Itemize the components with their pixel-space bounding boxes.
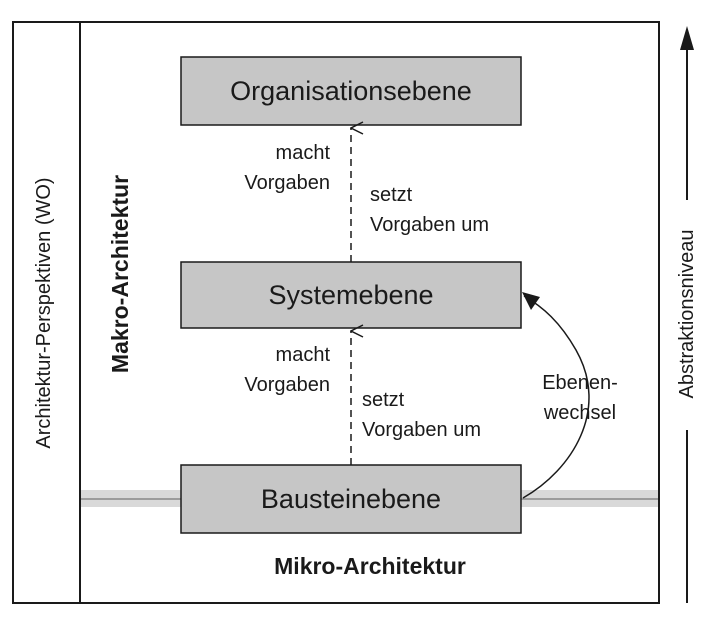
- lower-left-annotation: macht Vorgaben: [200, 340, 330, 400]
- macro-architecture-label: Makro-Architektur: [107, 174, 133, 374]
- level-change-line2: wechsel: [543, 402, 617, 424]
- organisation-level-label: Organisationsebene: [230, 75, 472, 106]
- micro-architecture-label: Mikro-Architektur: [274, 553, 466, 579]
- level-change-line1: Ebenen-: [542, 372, 618, 394]
- organisation-level-box: [180, 56, 522, 126]
- upper-left-line2: Vorgaben: [244, 172, 330, 194]
- upper-left-line1: macht: [275, 142, 330, 164]
- component-level-label: Bausteinebene: [260, 483, 442, 514]
- level-change-arrowhead: [522, 292, 540, 310]
- lower-right-annotation: setzt Vorgaben um: [362, 385, 522, 445]
- level-change-arrow: [522, 295, 590, 499]
- upper-right-line2: Vorgaben um: [370, 214, 489, 236]
- perspective-label: Architektur-Perspektiven (WO): [33, 177, 55, 449]
- abstraction-level-label: Abstraktionsniveau: [676, 229, 698, 399]
- upper-left-annotation: macht Vorgaben: [200, 138, 330, 198]
- lower-left-line2: Vorgaben: [244, 374, 330, 396]
- upper-right-annotation: setzt Vorgaben um: [370, 180, 530, 240]
- abstraction-axis-arrowhead: [680, 26, 694, 50]
- lower-left-line1: macht: [275, 344, 330, 366]
- lower-right-line2: Vorgaben um: [362, 419, 481, 441]
- system-level-label: Systemebene: [268, 279, 434, 310]
- outer-frame: [12, 21, 660, 604]
- level-change-label: Ebenen- wechsel: [530, 368, 630, 428]
- upper-right-line1: setzt: [370, 184, 413, 206]
- lower-right-line1: setzt: [362, 389, 405, 411]
